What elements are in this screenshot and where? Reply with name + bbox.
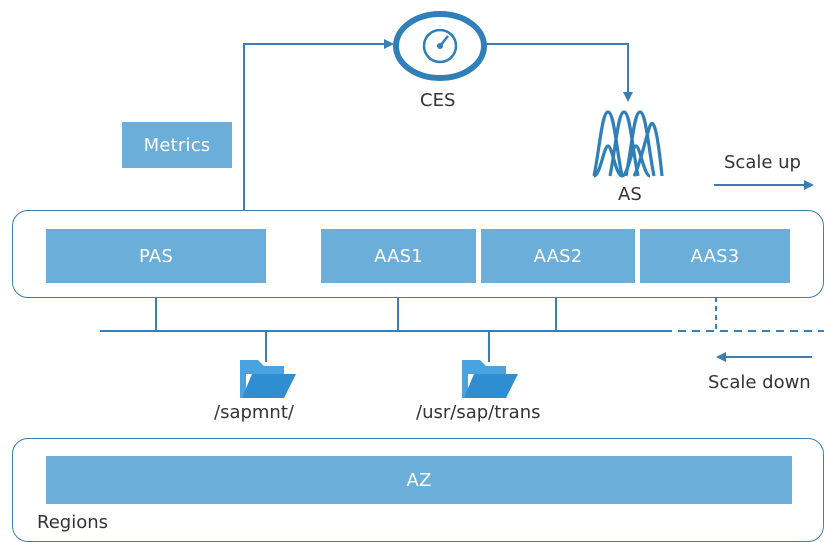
server-aas2: AAS2 [481, 229, 635, 283]
ces-to-as-arrow [486, 43, 633, 102]
scale-down-label: Scale down [708, 372, 811, 393]
metrics-to-ces-arrow [243, 39, 394, 210]
server-aas3: AAS3 [640, 229, 790, 283]
sapmnt-label: /sapmnt/ [214, 402, 294, 423]
az-box: AZ [46, 456, 792, 504]
gauge-icon [393, 11, 487, 81]
autoscaling-coil-icon [592, 110, 664, 178]
ces-label: CES [420, 90, 456, 111]
server-pas: PAS [46, 229, 266, 283]
as-label: AS [618, 184, 642, 205]
metrics-box: Metrics [122, 122, 232, 168]
folder-icon [240, 360, 296, 398]
scale-up-label: Scale up [724, 152, 801, 173]
regions-label: Regions [37, 512, 108, 533]
trans-label: /usr/sap/trans [416, 402, 541, 423]
folder-icon [462, 360, 518, 398]
server-aas1: AAS1 [321, 229, 476, 283]
